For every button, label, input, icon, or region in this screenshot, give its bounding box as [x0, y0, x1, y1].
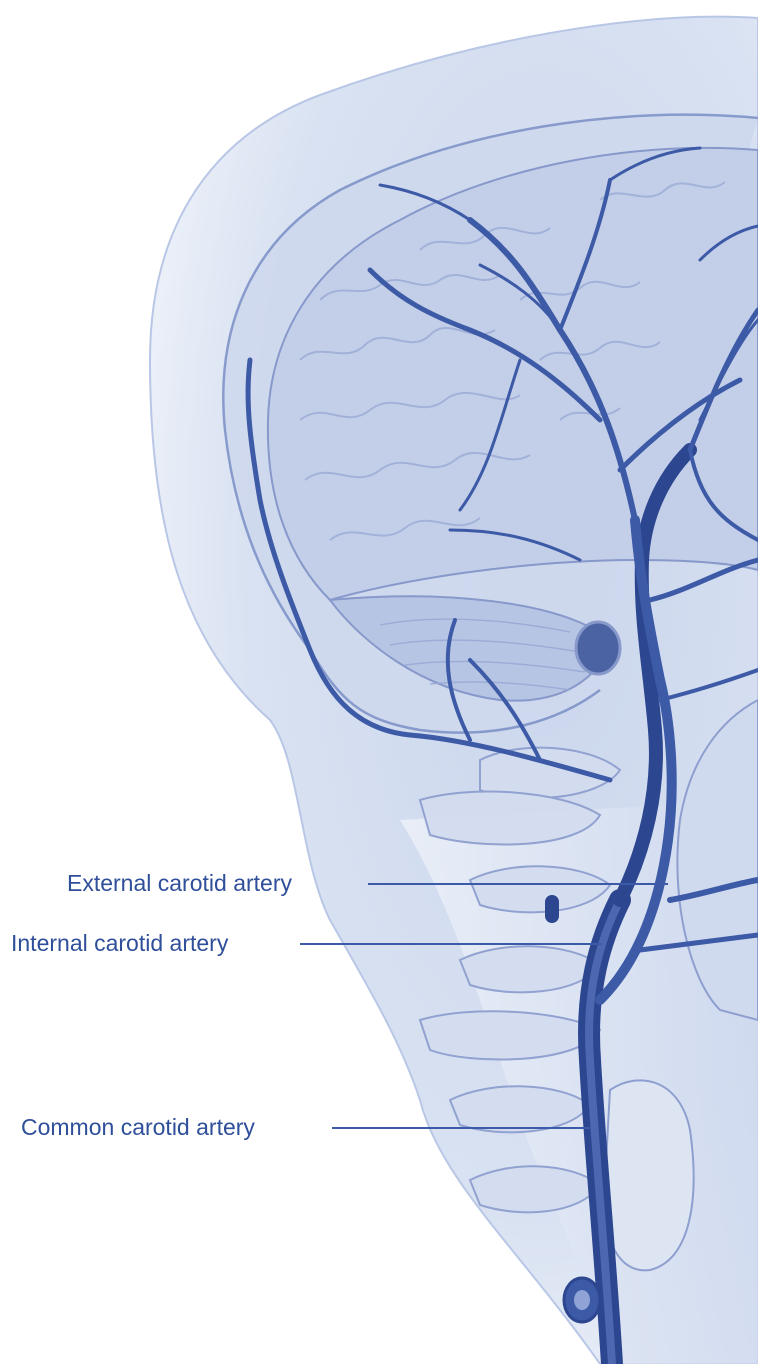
ear-canal [576, 622, 620, 674]
label-common-carotid-artery: Common carotid artery [21, 1116, 255, 1139]
thyroid-gland [604, 1080, 694, 1270]
vertebral-foramen [545, 895, 559, 923]
label-external-carotid-artery: External carotid artery [67, 872, 292, 895]
label-internal-carotid-artery: Internal carotid artery [11, 932, 228, 955]
